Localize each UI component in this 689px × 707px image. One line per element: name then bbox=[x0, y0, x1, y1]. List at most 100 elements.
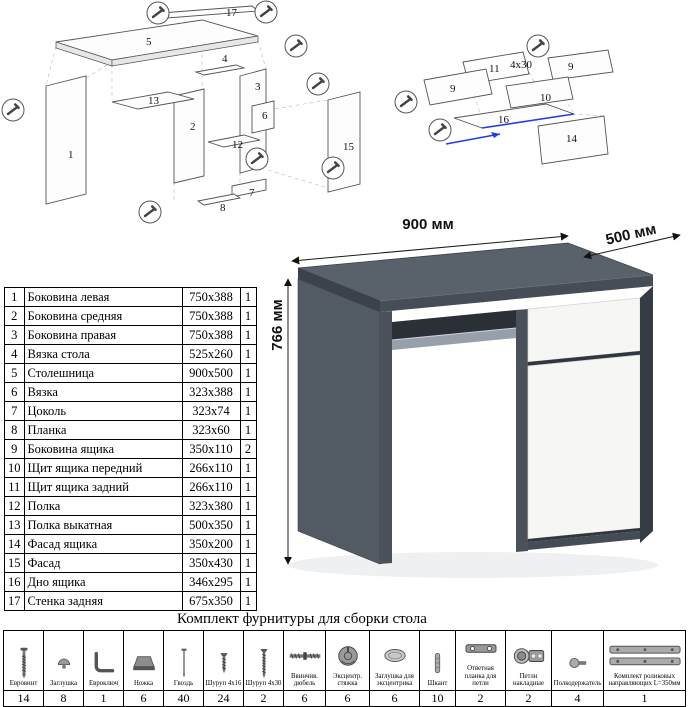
part-desktop-edge bbox=[111, 35, 259, 67]
screw-callout-icon bbox=[145, 0, 171, 26]
hardware-item: Шкант bbox=[419, 630, 456, 691]
part-number: 13 bbox=[4, 515, 25, 535]
hardware-item: Петли накладные bbox=[505, 630, 552, 691]
cap-icon bbox=[45, 646, 83, 680]
screw-callout-icon bbox=[283, 33, 309, 59]
tray-highlight bbox=[391, 327, 517, 341]
shelf-pin-icon bbox=[553, 646, 603, 680]
desk-left-panel-edge bbox=[380, 311, 392, 564]
diagram-part-label: 14 bbox=[566, 133, 578, 145]
hardware-item-qty: 4 bbox=[551, 689, 604, 707]
desk-top-left-edge bbox=[298, 268, 380, 312]
part-name: Вязка стола bbox=[23, 344, 183, 364]
part-name: Щит ящика задний bbox=[23, 477, 183, 497]
part-name: Боковина средняя bbox=[23, 306, 183, 326]
diagram-part-label: 6 bbox=[262, 110, 268, 122]
part-size: 266x110 bbox=[181, 477, 241, 497]
part-number: 8 bbox=[4, 420, 25, 440]
part-number: 9 bbox=[4, 439, 25, 459]
hardware-item-name: Ответная планка для петли bbox=[464, 665, 497, 688]
part-size: 323x74 bbox=[181, 401, 241, 421]
diagram-part-label: 2 bbox=[190, 121, 196, 133]
hardware-item-qty: 6 bbox=[325, 689, 370, 707]
roller-slides-icon bbox=[605, 639, 685, 673]
part-name: Фасад bbox=[23, 553, 183, 573]
diagram-part-label: 13 bbox=[148, 95, 160, 107]
hex-key-icon bbox=[85, 646, 123, 680]
part-number: 4 bbox=[4, 344, 25, 364]
part-qty: 1 bbox=[239, 515, 257, 535]
hardware-item: Ввинчив. дюбель bbox=[283, 630, 326, 691]
hardware-item: Шуруп 4x30 bbox=[243, 630, 284, 691]
screw-callout-icon bbox=[427, 117, 453, 143]
hardware-item-name: Эксцентр. стяжка bbox=[332, 672, 363, 688]
part-size: 525x260 bbox=[181, 344, 241, 364]
desk-top-highlight bbox=[379, 274, 654, 302]
part-drawer-fascia bbox=[537, 115, 609, 165]
part-size: 750x388 bbox=[181, 287, 241, 307]
screw-callout-icon bbox=[0, 97, 26, 123]
part-number: 1 bbox=[4, 287, 25, 307]
hardware-item: Ответная планка для петли bbox=[455, 630, 506, 691]
hardware-item-name: Евроключ bbox=[88, 680, 119, 688]
screw-callout-icon bbox=[137, 199, 163, 225]
part-qty: 1 bbox=[239, 477, 257, 497]
part-plinth bbox=[231, 178, 267, 198]
part-size: 266x110 bbox=[181, 458, 241, 478]
hardware-item-name: Шуруп 4x30 bbox=[245, 680, 282, 688]
part-rail-6 bbox=[251, 100, 275, 134]
part-size: 323x388 bbox=[181, 382, 241, 402]
part-qty: 1 bbox=[239, 572, 257, 592]
hardware-item-qty: 2 bbox=[243, 689, 284, 707]
cam-lock-icon bbox=[327, 639, 369, 673]
hardware-item-qty: 14 bbox=[3, 689, 44, 707]
part-size: 350x200 bbox=[181, 534, 241, 554]
hardware-item: Шуруп 4x16 bbox=[203, 630, 244, 691]
hardware-item-qty: 2 bbox=[455, 689, 506, 707]
hardware-item-qty: 8 bbox=[43, 689, 84, 707]
hardware-item: Евровинт bbox=[3, 630, 44, 691]
hardware-item-name: Гвоздь bbox=[173, 680, 194, 688]
part-size: 350x430 bbox=[181, 553, 241, 573]
screw-callout-icon bbox=[525, 33, 551, 59]
part-name: Боковина ящика bbox=[23, 439, 183, 459]
part-number: 2 bbox=[4, 306, 25, 326]
part-qty: 1 bbox=[239, 306, 257, 326]
depth-dimension-line bbox=[583, 232, 681, 260]
part-number: 14 bbox=[4, 534, 25, 554]
part-qty: 1 bbox=[239, 363, 257, 383]
part-rail bbox=[194, 64, 246, 76]
part-qty: 1 bbox=[239, 553, 257, 573]
part-qty: 1 bbox=[239, 420, 257, 440]
part-name: Цоколь bbox=[23, 401, 183, 421]
desk-right-panel-edge bbox=[640, 286, 653, 543]
part-qty: 1 bbox=[239, 591, 257, 611]
part-name: Фасад ящика bbox=[23, 534, 183, 554]
dowel-icon bbox=[421, 646, 455, 680]
hardware-item-qty: 2 bbox=[505, 689, 552, 707]
euro-screw-icon bbox=[5, 646, 43, 680]
part-size: 500x350 bbox=[181, 515, 241, 535]
hardware-item: Гвоздь bbox=[163, 630, 204, 691]
hardware-item-name: Заглушка для эксцентрика bbox=[375, 672, 414, 688]
diagram-part-label: 9 bbox=[450, 83, 456, 95]
nail-icon bbox=[165, 646, 203, 680]
part-qty: 1 bbox=[239, 496, 257, 516]
part-name: Полка выкатная bbox=[23, 515, 183, 535]
hardware-item-name: Ножка bbox=[133, 680, 154, 688]
part-number: 11 bbox=[4, 477, 25, 497]
desk-plinth bbox=[528, 531, 640, 550]
hardware-item: Ножка bbox=[123, 630, 164, 691]
part-qty: 1 bbox=[239, 344, 257, 364]
hardware-item: Евроключ bbox=[83, 630, 124, 691]
